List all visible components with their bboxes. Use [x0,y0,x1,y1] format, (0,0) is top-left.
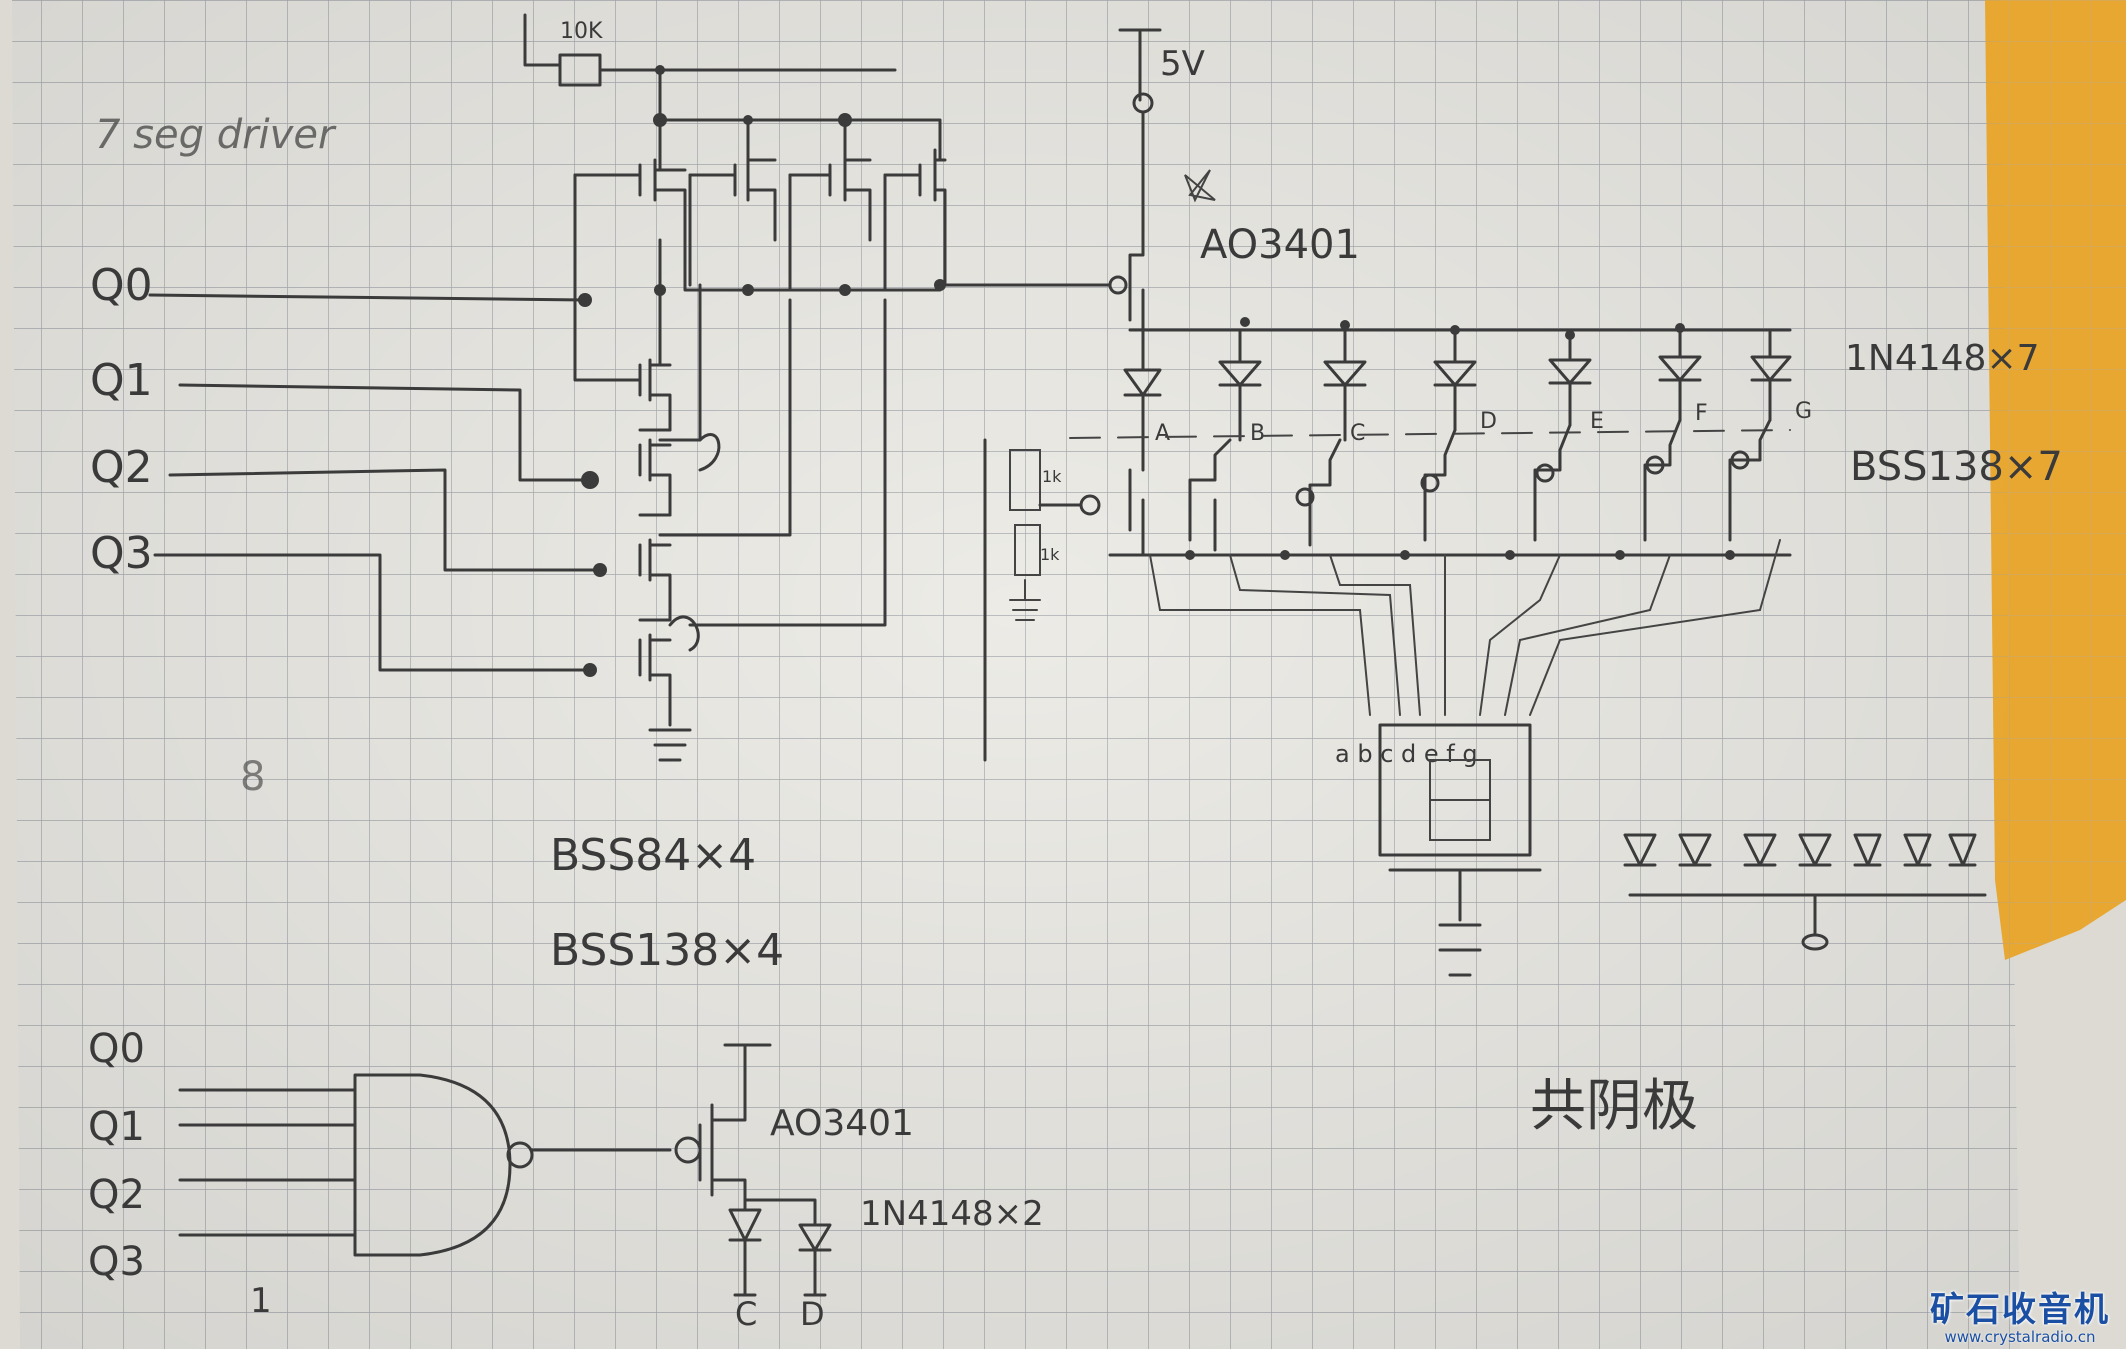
nand-q0-label: Q0 [88,1026,145,1072]
ao3401-top-label: AO3401 [1200,222,1360,268]
seg-a-label: A [1155,421,1170,446]
q1-label: Q1 [90,355,153,406]
seg-b-label: B [1250,421,1265,446]
out-d-label: D [800,1295,825,1333]
diode-row [1123,317,1792,442]
diode-note-bottom-label: 1N4148×2 [860,1194,1044,1234]
r1k-a-label: 1k [1042,467,1062,486]
q2-label: Q2 [90,442,153,493]
common-cathode-label: 共阴极 [1530,1074,1698,1139]
one-label: 1 [250,1281,272,1321]
nand-q3-label: Q3 [88,1239,145,1285]
bss84-count-label: BSS84×4 [550,830,756,881]
watermark-url: www.crystalradio.cn [1944,1328,2096,1346]
r1k-b-label: 1k [1040,545,1060,564]
paper-shade [12,0,2020,1349]
title-label: 7 seg driver [95,112,337,158]
nand-q2-label: Q2 [88,1172,145,1218]
seg-g-label: G [1795,399,1812,424]
seg-f-label: F [1695,401,1708,426]
ao3401-bottom-label: AO3401 [770,1103,914,1144]
eight-label: 8 [240,754,265,800]
q3-label: Q3 [90,528,153,579]
seven-seg-display [1378,723,1532,857]
decoder-logic [148,13,1102,762]
bss138-note-label: BSS138×7 [1850,444,2063,490]
segment-drivers [983,28,1792,977]
bss138-count-label: BSS138×4 [550,925,784,976]
r10k-label: 10K [560,19,603,44]
nand-q1-label: Q1 [88,1104,145,1150]
watermark: 矿石收音机 www.crystalradio.cn [1920,1291,2120,1345]
cathode-diode-array [1623,833,1987,951]
seg-e-label: E [1590,409,1604,434]
nand-driver [178,1043,832,1297]
display-pins-label: a b c d e f g [1335,740,1478,768]
diode-note-label: 1N4148×7 [1845,338,2040,379]
tape-grid [1985,0,2126,960]
v5-label: 5V [1160,44,1205,84]
out-c-label: C [735,1295,757,1333]
nmos-row [1128,418,1772,557]
seg-d-label: D [1480,409,1497,434]
seg-c-label: C [1350,421,1365,446]
q0-label: Q0 [90,260,153,311]
watermark-name: 矿石收音机 [1930,1290,2110,1330]
